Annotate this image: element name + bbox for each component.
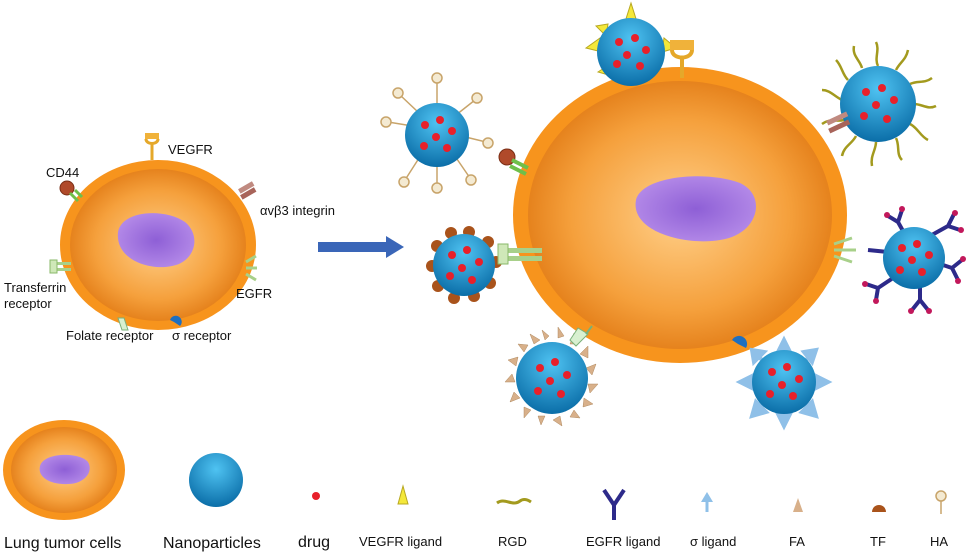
np-ha bbox=[380, 72, 494, 194]
np-egfr-ligand bbox=[862, 206, 966, 314]
label-cd44: CD44 bbox=[46, 165, 79, 180]
large-tumor-cell bbox=[513, 67, 847, 363]
large-folate-receptor-icon bbox=[569, 325, 593, 347]
sigma-receptor-icon bbox=[170, 315, 182, 326]
legend-label-nanoparticles: Nanoparticles bbox=[163, 535, 261, 552]
folate-receptor-icon bbox=[117, 317, 129, 331]
label-transferrin-2: receptor bbox=[4, 296, 52, 311]
vegfr-receptor-icon bbox=[144, 133, 160, 160]
arrow-icon bbox=[318, 236, 404, 258]
np-vegfr-ligand bbox=[584, 1, 678, 86]
egfr-receptor-icon bbox=[245, 254, 257, 282]
small-tumor-cell bbox=[60, 160, 256, 330]
legend-nanoparticle-icon bbox=[189, 453, 243, 507]
np-sigma-ligand bbox=[735, 335, 833, 431]
legend-label-sigma-ligand: σ ligand bbox=[690, 534, 736, 549]
legend-tf-icon bbox=[872, 505, 886, 512]
large-cell-nucleus bbox=[635, 176, 757, 242]
legend-egfr-ligand-icon bbox=[602, 488, 626, 520]
legend-drug-icon bbox=[312, 492, 320, 500]
legend-label-fa: FA bbox=[789, 534, 805, 549]
legend-ha-icon bbox=[935, 490, 947, 514]
label-sigma: σ receptor bbox=[172, 328, 232, 343]
label-transferrin-1: Transferrin bbox=[4, 280, 66, 295]
np-rgd bbox=[821, 41, 937, 167]
np-fa bbox=[504, 326, 599, 427]
legend-fa-icon bbox=[793, 498, 803, 512]
legend-label-lung-tumor-cells: Lung tumor cells bbox=[4, 535, 121, 552]
legend-sigma-ligand-icon bbox=[701, 492, 713, 512]
label-integrin: αvβ3 integrin bbox=[260, 203, 335, 218]
large-integrin-receptor-icon bbox=[826, 111, 851, 134]
legend-label-tf: TF bbox=[870, 534, 886, 549]
cd44-receptor-icon bbox=[59, 180, 84, 203]
legend-label-drug: drug bbox=[298, 534, 330, 551]
transferrin-receptor-icon bbox=[49, 259, 71, 274]
large-vegfr-receptor-icon bbox=[670, 40, 694, 78]
np-tf bbox=[426, 226, 502, 304]
large-transferrin-receptor-icon bbox=[497, 243, 542, 265]
large-egfr-receptor-icon bbox=[833, 236, 856, 264]
legend-label-ha: HA bbox=[930, 534, 948, 549]
large-cd44-receptor-icon bbox=[498, 148, 529, 176]
legend-label-egfr-ligand: EGFR ligand bbox=[586, 534, 660, 549]
label-egfr: EGFR bbox=[236, 286, 272, 301]
label-folate: Folate receptor bbox=[66, 328, 154, 343]
legend-label-rgd: RGD bbox=[498, 534, 527, 549]
large-sigma-receptor-icon bbox=[732, 335, 748, 348]
integrin-receptor-icon bbox=[238, 181, 257, 200]
small-cell-nucleus bbox=[117, 213, 195, 268]
legend-label-vegfr-ligand: VEGFR ligand bbox=[359, 534, 442, 549]
legend-tumor-cell-icon bbox=[3, 420, 125, 520]
legend-rgd-icon bbox=[496, 497, 532, 505]
label-vegfr: VEGFR bbox=[168, 142, 213, 157]
legend-vegfr-ligand-icon bbox=[397, 484, 409, 505]
